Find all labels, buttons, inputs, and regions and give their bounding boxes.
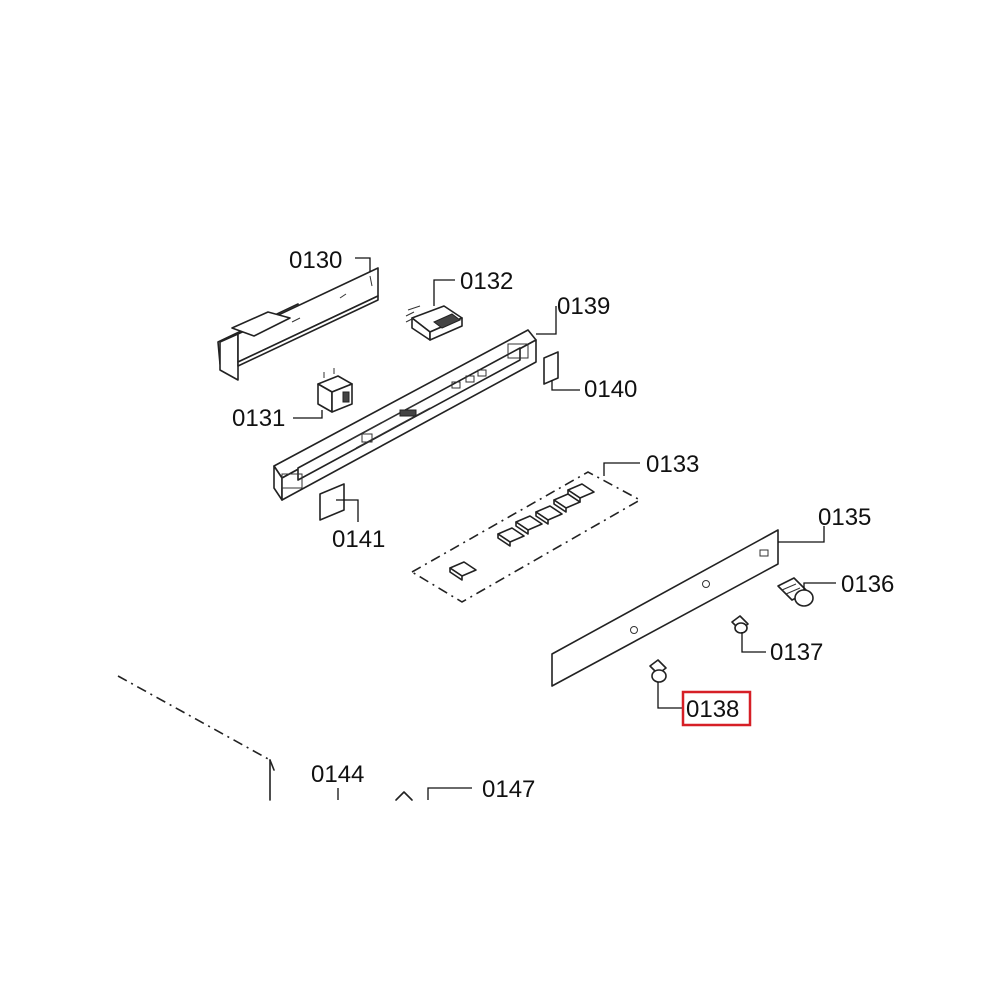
label-0130[interactable]: 0130 — [289, 247, 342, 274]
label-0144[interactable]: 0144 — [311, 761, 364, 788]
part-0139-control-panel[interactable] — [273, 329, 537, 501]
part-0135-cover-strip[interactable] — [551, 529, 779, 687]
leader-0147 — [427, 787, 472, 800]
leader-0137 — [741, 632, 766, 653]
leader-0130 — [355, 257, 371, 272]
part-0138-knob[interactable] — [649, 659, 667, 683]
part-0132-switch[interactable] — [405, 305, 463, 341]
part-0137-knob[interactable] — [731, 615, 749, 634]
leader-0132 — [433, 279, 455, 306]
button-key-2 — [497, 527, 525, 547]
label-0140[interactable]: 0140 — [584, 376, 637, 403]
part-0131-clip[interactable] — [317, 368, 353, 413]
label-0136[interactable]: 0136 — [841, 571, 894, 598]
button-key-6 — [567, 483, 595, 503]
button-key-3 — [515, 515, 543, 535]
leader-0133 — [603, 462, 640, 476]
part-0140-plate[interactable] — [543, 351, 559, 385]
leader-0136 — [803, 582, 836, 590]
label-0133[interactable]: 0133 — [646, 451, 699, 478]
highlight-box-0138 — [681, 690, 752, 727]
label-0135[interactable]: 0135 — [818, 504, 871, 531]
label-0141[interactable]: 0141 — [332, 526, 385, 553]
label-0131[interactable]: 0131 — [232, 405, 285, 432]
part-0130-bracket[interactable] — [217, 267, 379, 381]
leader-0138 — [657, 682, 682, 709]
label-0138[interactable]: 0138 — [686, 696, 739, 723]
button-key-1 — [449, 561, 477, 581]
leader-0139 — [536, 306, 557, 335]
label-0137[interactable]: 0137 — [770, 639, 823, 666]
leader-0131 — [293, 410, 323, 419]
part-0147-clip[interactable] — [395, 791, 413, 801]
part-0141-plate[interactable] — [319, 483, 345, 521]
leader-0140 — [551, 380, 580, 391]
button-key-4 — [535, 505, 563, 525]
cabinet-outline — [117, 675, 275, 801]
leader-0135 — [778, 526, 825, 543]
part-0133-button-set[interactable] — [410, 471, 642, 603]
label-0147[interactable]: 0147 — [482, 776, 535, 803]
part-0136-lamp-socket[interactable] — [777, 577, 814, 607]
leader-0141 — [336, 499, 359, 522]
label-0132[interactable]: 0132 — [460, 268, 513, 295]
label-0139[interactable]: 0139 — [557, 293, 610, 320]
